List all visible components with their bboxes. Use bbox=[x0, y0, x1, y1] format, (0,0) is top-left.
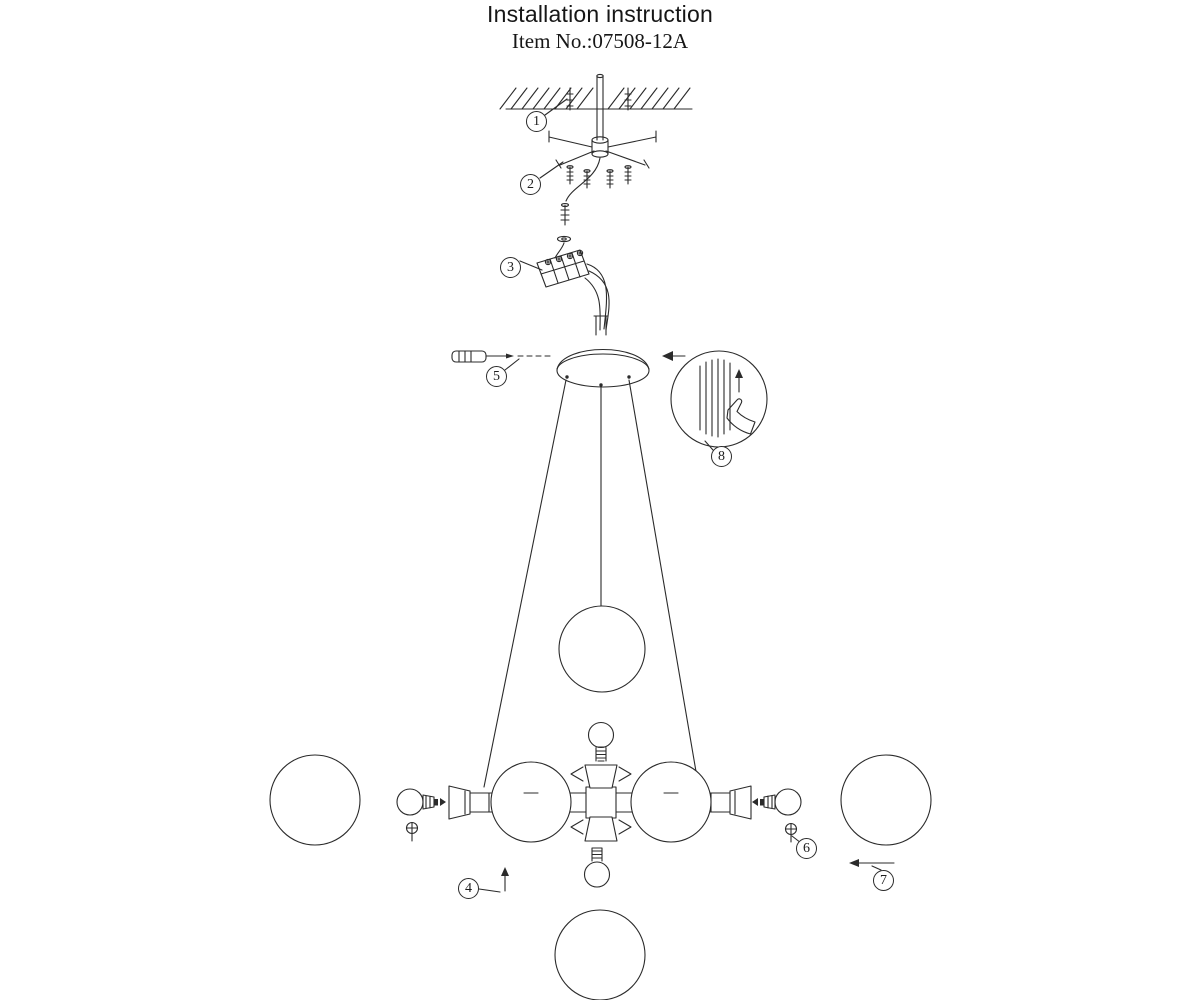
step-5-badge: 5 bbox=[486, 366, 507, 387]
glass-globe-right bbox=[840, 754, 932, 846]
threaded-rod bbox=[596, 73, 604, 141]
arrow-left-icon bbox=[849, 859, 895, 867]
glass-globes-on-bar bbox=[490, 761, 712, 843]
step-6-badge: 6 bbox=[796, 838, 817, 859]
step-1-badge: 1 bbox=[526, 111, 547, 132]
item-number: Item No.:07508-12A bbox=[511, 29, 689, 53]
screwdriver-icon bbox=[451, 350, 553, 363]
step-2-badge: 2 bbox=[520, 174, 541, 195]
socket-cup-right bbox=[729, 785, 752, 820]
bulb-left bbox=[396, 788, 446, 816]
block-wires bbox=[584, 263, 610, 331]
step-3-badge: 3 bbox=[500, 257, 521, 278]
page-title: Installation instruction bbox=[487, 1, 713, 27]
step-8-badge: 8 bbox=[711, 446, 732, 467]
detail-cables bbox=[699, 358, 731, 438]
washer bbox=[556, 235, 572, 243]
supply-wire bbox=[554, 157, 601, 259]
leader-3 bbox=[519, 260, 543, 271]
arrow-up-icon bbox=[501, 867, 509, 892]
leader-8 bbox=[704, 440, 714, 451]
annotation-lines bbox=[478, 98, 895, 893]
ceiling-canopy bbox=[556, 315, 650, 388]
glass-globe-left bbox=[269, 754, 361, 846]
leader-5 bbox=[504, 358, 520, 371]
anchor-screws bbox=[566, 87, 632, 111]
terminal-block bbox=[536, 249, 610, 331]
suspension-cables bbox=[483, 379, 700, 790]
step-4-badge: 4 bbox=[458, 878, 479, 899]
socket-up bbox=[584, 764, 618, 789]
bulb-down bbox=[583, 847, 611, 888]
center-hub bbox=[585, 786, 617, 819]
arrow-left-icon bbox=[662, 351, 686, 361]
thumbscrew-right bbox=[784, 822, 798, 843]
bracket-screws bbox=[566, 165, 632, 189]
step-7-badge: 7 bbox=[873, 870, 894, 891]
bulb-up bbox=[587, 721, 615, 762]
glass-globe-middle bbox=[558, 605, 646, 693]
ceiling-hatch bbox=[499, 87, 693, 111]
leader-7 bbox=[871, 865, 882, 871]
socket-cup-left bbox=[448, 785, 471, 820]
leader-2 bbox=[539, 161, 564, 179]
leader-1 bbox=[544, 98, 568, 116]
bulb-right bbox=[752, 788, 802, 816]
thumbscrew-left bbox=[405, 821, 419, 842]
detail-callout bbox=[670, 350, 768, 451]
mounting-bracket bbox=[548, 130, 657, 189]
socket-down bbox=[584, 816, 618, 842]
glass-globe-bottom bbox=[554, 909, 646, 1000]
arrow-up-icon bbox=[735, 369, 743, 393]
leader-4 bbox=[478, 888, 501, 893]
hand-press-icon bbox=[726, 398, 756, 435]
